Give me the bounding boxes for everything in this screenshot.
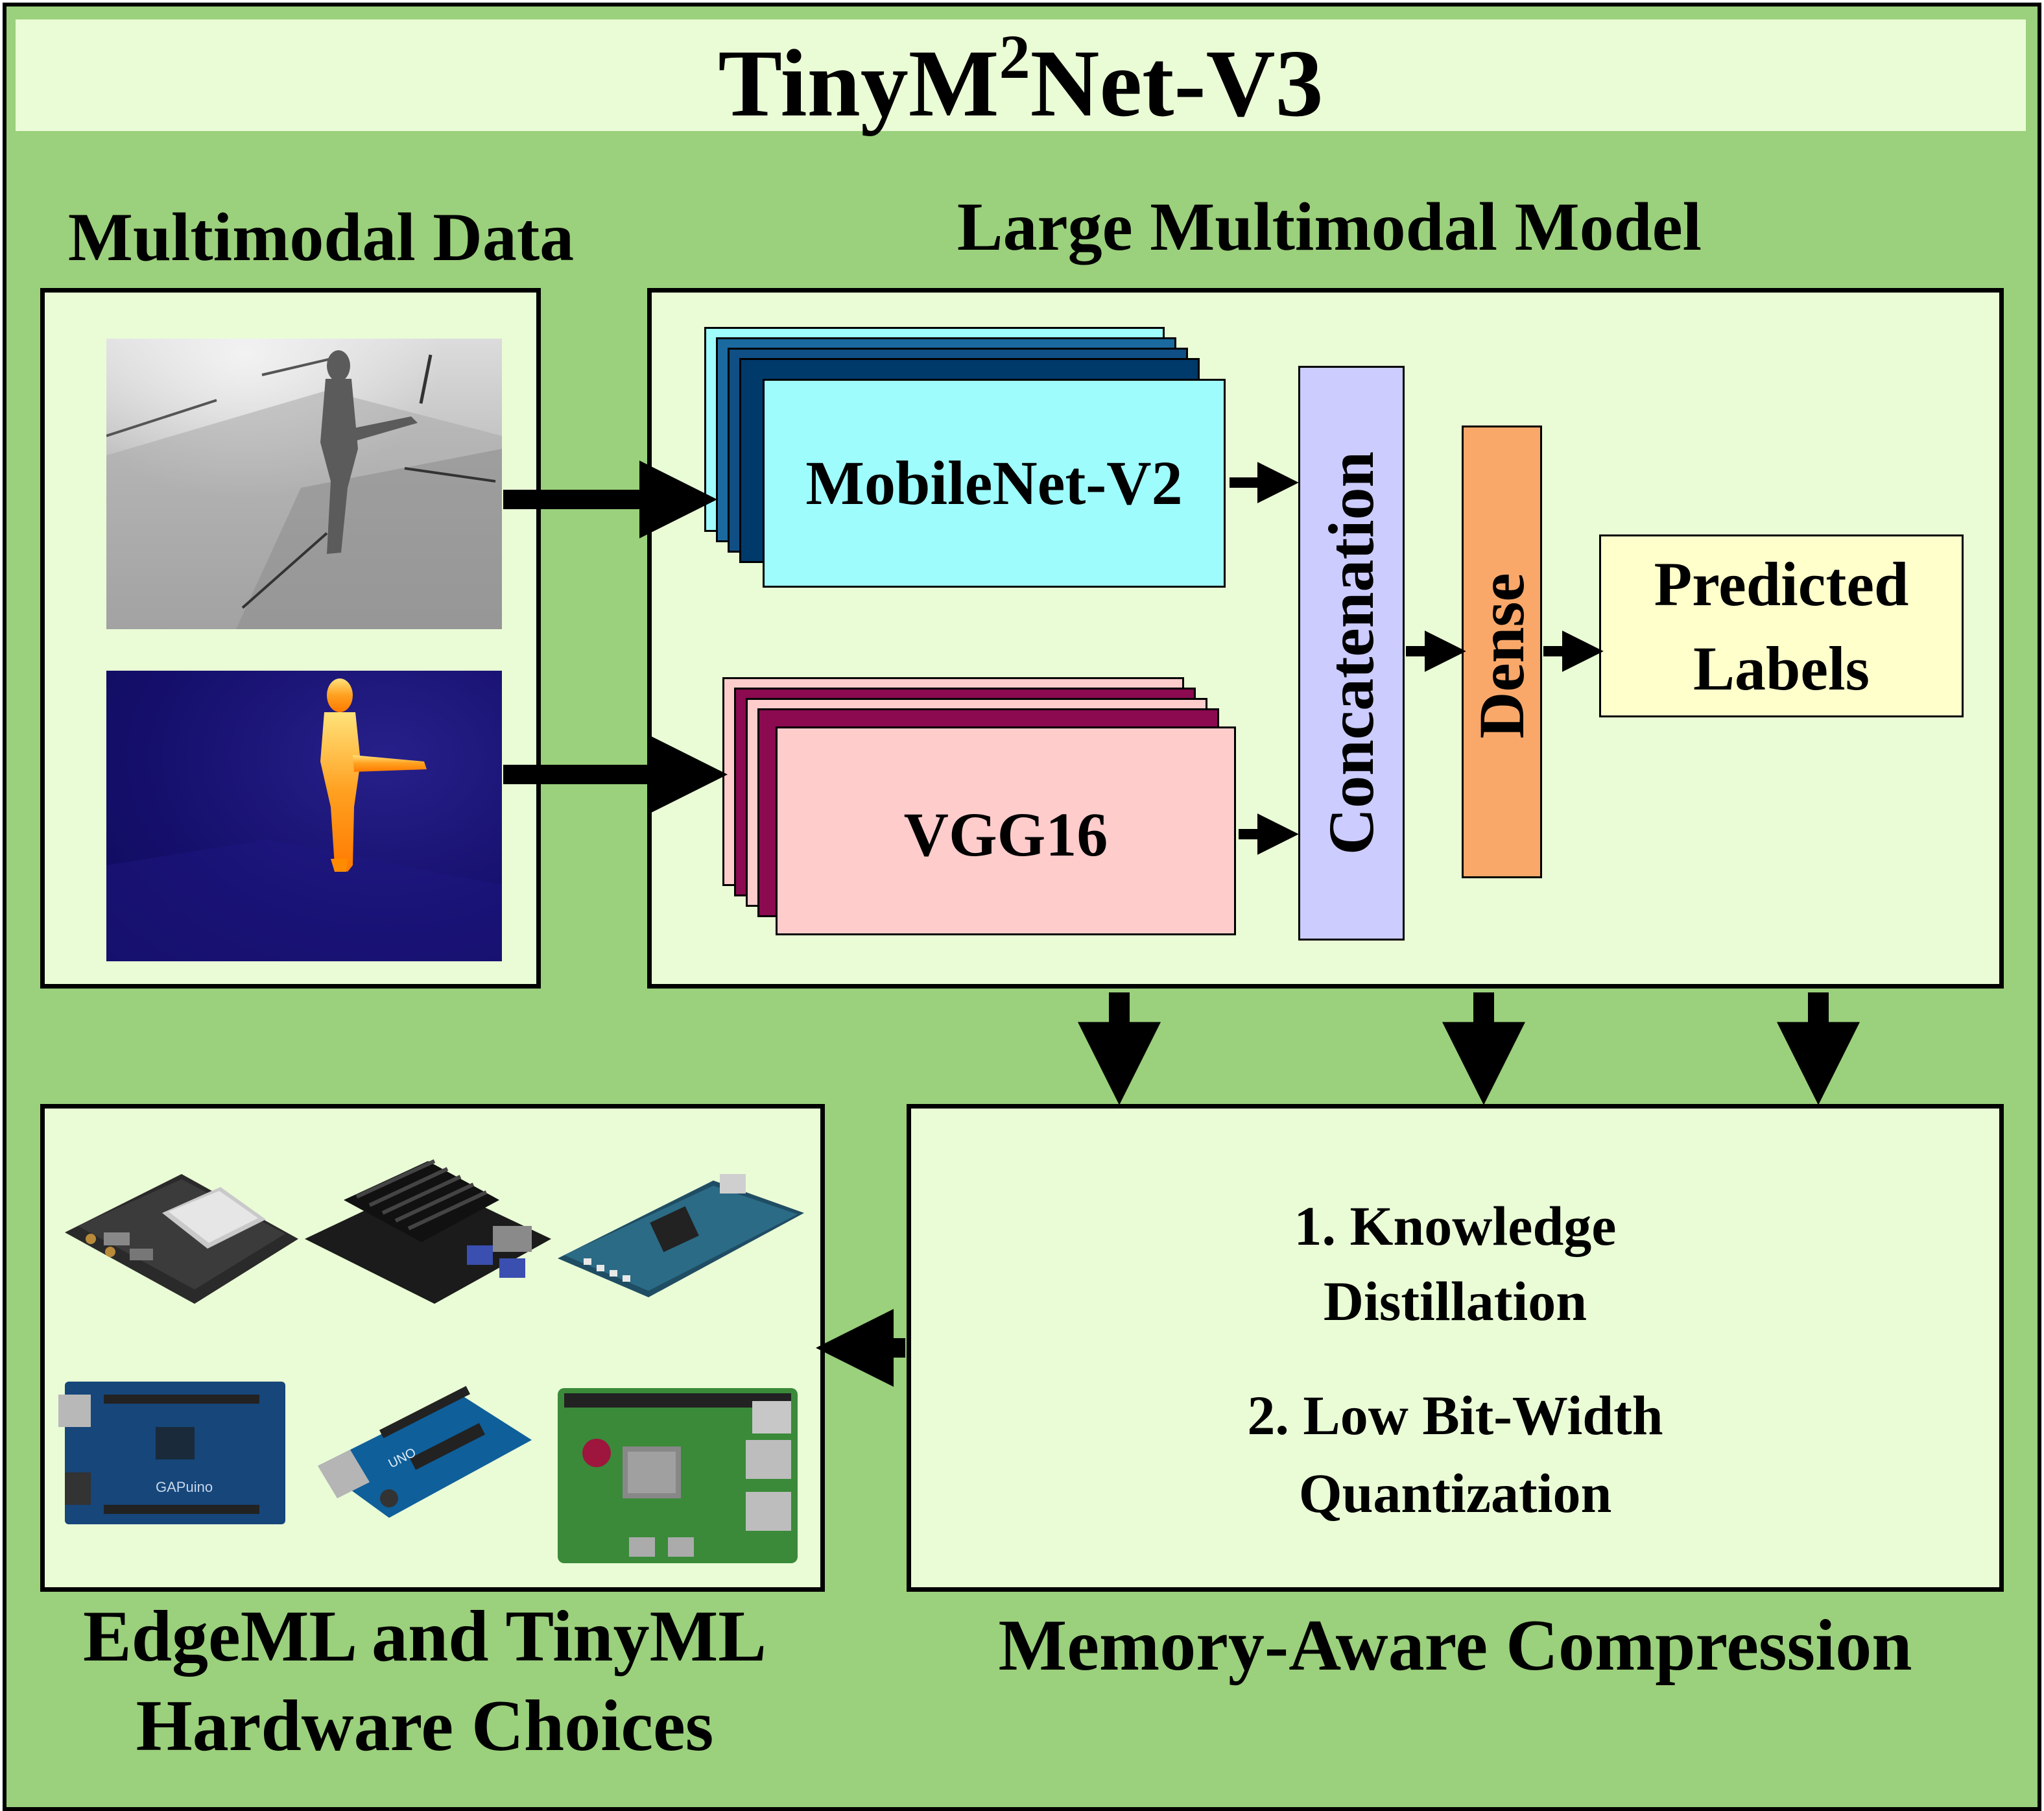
thermal-person-silhouette bbox=[320, 678, 427, 872]
predicted-labels-block bbox=[1599, 534, 1964, 717]
figure-title: TinyM2Net-V3 bbox=[16, 26, 2026, 133]
large-model-heading: Large Multimodal Model bbox=[957, 189, 1702, 265]
jetson-nano-board bbox=[305, 1159, 551, 1304]
predicted-labels-line1: Predicted bbox=[1654, 549, 1909, 619]
hardware-heading-line2: Hardware Choices bbox=[136, 1686, 714, 1766]
title-superscript: 2 bbox=[999, 22, 1030, 91]
depth-scene-svg bbox=[106, 339, 502, 629]
compression-item-2-line1: 2. Low Bit-Width bbox=[1247, 1384, 1663, 1446]
gapuino-board: GAPuino bbox=[58, 1382, 285, 1524]
thermal-scene-svg bbox=[106, 678, 502, 961]
mobilenet-block bbox=[763, 379, 1226, 588]
title-bar bbox=[16, 19, 2026, 131]
vgg-label: VGG16 bbox=[903, 800, 1108, 869]
title-main: TinyM bbox=[718, 30, 999, 137]
multimodal-data-heading: Multimodal Data bbox=[67, 199, 575, 275]
dense-block bbox=[1462, 426, 1542, 878]
mobilenet-label: MobileNet-V2 bbox=[805, 448, 1183, 518]
depth-person-silhouette bbox=[320, 350, 418, 554]
vgg-block bbox=[776, 726, 1236, 935]
compression-item-1-line2: Distillation bbox=[1323, 1270, 1587, 1332]
compression-item-2-line2: Quantization bbox=[1298, 1462, 1612, 1524]
compression-heading: Memory-Aware Compression bbox=[998, 1605, 1912, 1686]
jetson-xavier-board bbox=[65, 1174, 298, 1304]
concatenation-block bbox=[1298, 366, 1405, 941]
thermal-image bbox=[106, 671, 502, 961]
depth-image bbox=[106, 339, 502, 629]
arduino-uno-board: UNO bbox=[318, 1385, 532, 1518]
hardware-boards-svg: GAPuino UNO bbox=[58, 1159, 804, 1563]
fpga-board bbox=[558, 1174, 804, 1297]
compression-panel bbox=[907, 1104, 2004, 1592]
svg-text:GAPuino: GAPuino bbox=[156, 1479, 213, 1495]
predicted-labels-line2: Labels bbox=[1693, 634, 1870, 703]
hardware-heading-line1: EdgeML and TinyML bbox=[83, 1596, 766, 1677]
compression-item-1-line1: 1. Knowledge bbox=[1294, 1195, 1617, 1257]
raspberry-pi-4-board bbox=[558, 1388, 798, 1563]
title-rest: Net-V3 bbox=[1030, 30, 1324, 137]
